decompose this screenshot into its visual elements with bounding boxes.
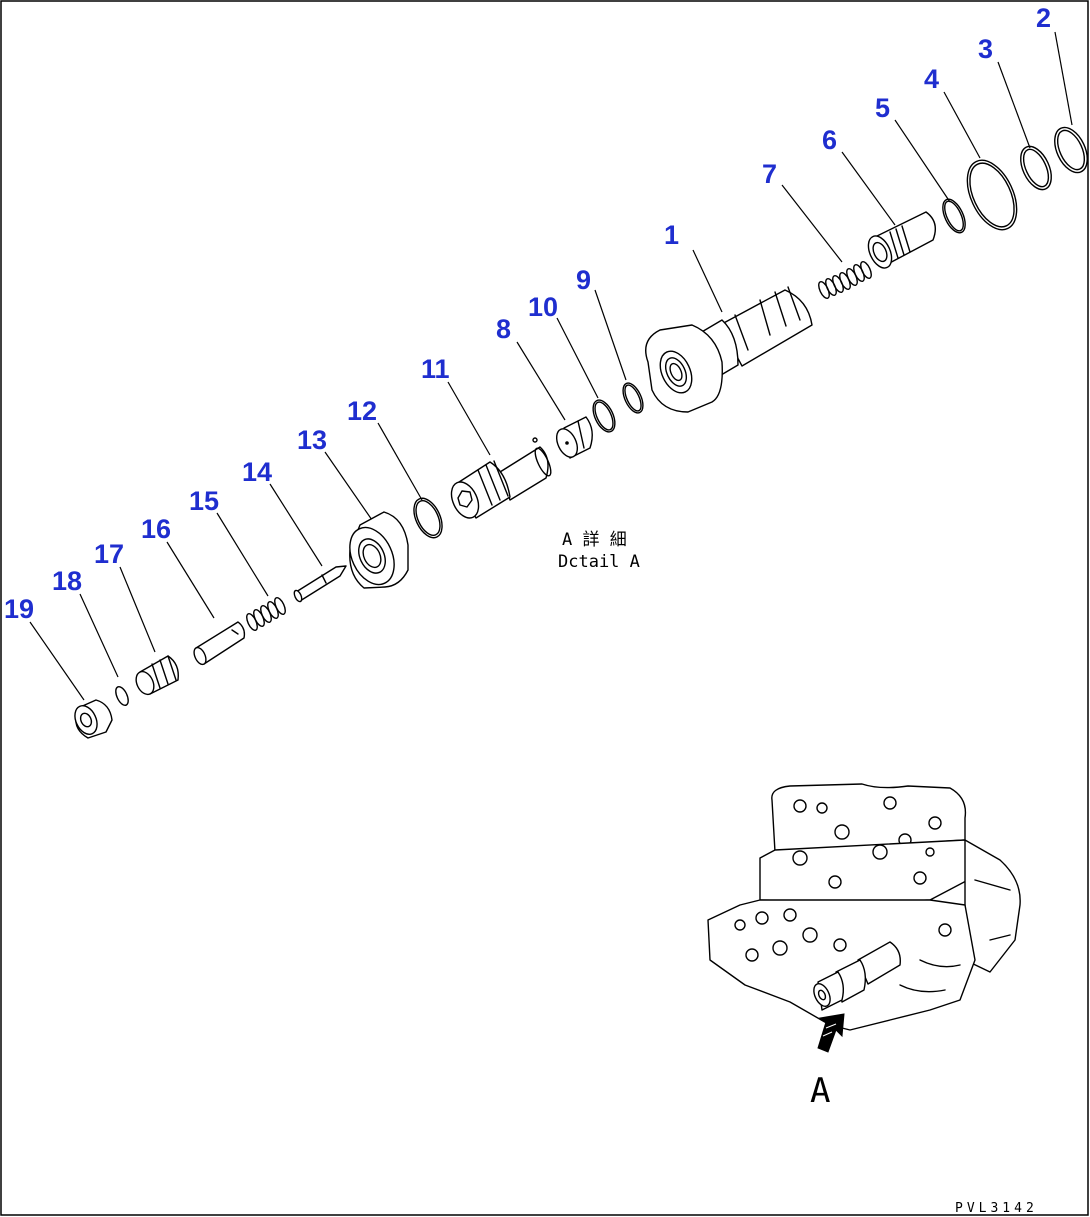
callout-2: 2	[1036, 3, 1051, 33]
callout-13: 13	[297, 425, 327, 455]
detail-caption-japanese: A 詳 細	[562, 530, 627, 550]
part-19-nut	[74, 699, 113, 739]
callout-14: 14	[242, 457, 272, 487]
callout-10: 10	[528, 292, 558, 322]
part-5-o-ring	[942, 198, 966, 234]
callout-17: 17	[94, 539, 124, 569]
callout-5: 5	[875, 93, 890, 123]
part-8-plug	[555, 416, 593, 459]
part-9-o-ring	[622, 382, 644, 414]
callout-11: 11	[421, 354, 450, 384]
detail-caption-english: Dctail A	[558, 552, 640, 572]
callout-12: 12	[347, 396, 377, 426]
part-12-o-ring	[413, 497, 443, 539]
parts	[74, 126, 1088, 739]
callout-16: 16	[141, 514, 171, 544]
callout-6: 6	[822, 125, 837, 155]
part-6-piston	[867, 211, 936, 269]
part-1-valve-body	[645, 286, 813, 413]
callout-numbers: 1 2 3 4 5 6 7 8 9 10 11 12 13 14 15 16 1…	[4, 3, 1051, 624]
part-14-pin	[293, 565, 347, 603]
part-18-ring	[115, 685, 129, 707]
part-7-spring	[818, 260, 872, 300]
callout-18: 18	[52, 566, 82, 596]
part-3-ring	[1020, 145, 1052, 191]
part-2-ring	[1054, 126, 1088, 174]
control-valve-assembly	[707, 783, 1021, 1053]
part-4-o-ring	[966, 159, 1018, 231]
part-10-o-ring	[592, 399, 616, 433]
callout-3: 3	[978, 34, 993, 64]
callout-9: 9	[576, 265, 591, 295]
leader-lines	[29, 31, 1073, 701]
part-17-spring	[135, 655, 179, 696]
view-label-a: A	[810, 1071, 830, 1111]
callout-8: 8	[496, 314, 511, 344]
part-13-lock-nut	[349, 511, 409, 589]
callout-15: 15	[189, 486, 219, 516]
callout-19: 19	[4, 594, 34, 624]
callout-7: 7	[762, 159, 777, 189]
view-arrow	[817, 1013, 845, 1053]
part-11-poppet	[450, 437, 552, 519]
callout-4: 4	[924, 64, 939, 94]
callout-1: 1	[664, 220, 679, 250]
part-16-rod	[193, 621, 246, 666]
part-15-spring	[246, 596, 286, 632]
drawing-code: PVL3142	[955, 1201, 1038, 1216]
